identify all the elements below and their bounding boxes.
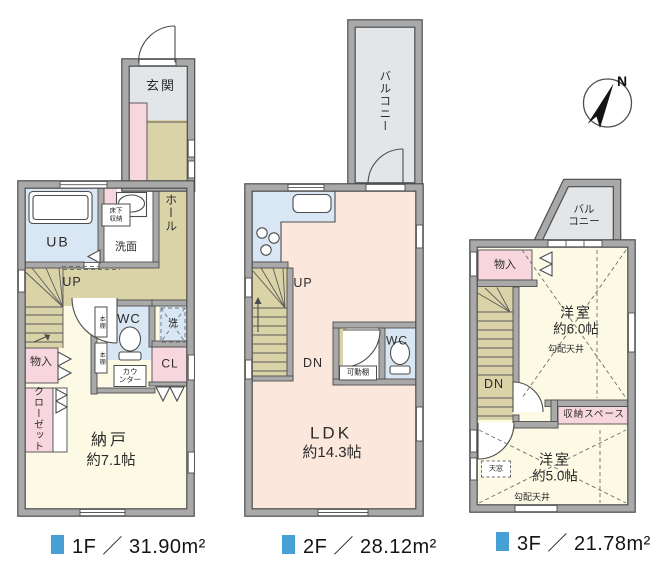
room-label-yoshitsu6: 洋室 [560,304,592,321]
counter-line1: カウ [122,366,138,376]
room-label-balcony-3f: バル コニー [568,204,600,227]
bookshelf-label-1: 本棚 [94,306,108,338]
washer-label: 洗 [168,318,178,330]
floor3-caption-text: 3F ／ 21.78m² [517,533,651,555]
movable-shelf-text: 可動棚 [346,367,370,377]
room-label-cl: CL [161,356,179,371]
stairs-up-label-1f: UP [62,275,82,290]
floor3-caption-bullet [496,532,509,551]
floor2-caption: 2F ／ 28.12m² [282,530,437,559]
room-label-yoshitsu5: 洋室 [539,451,571,468]
room-size-ldk: 約14.3帖 [302,443,362,461]
compass-icon [582,78,633,128]
balcony-3f-line1: バル [573,203,595,216]
underfloor-storage-line1: 床下 [109,207,123,215]
skylight-text: 天窓 [489,465,503,473]
room-size-yoshitsu5: 約5.0帖 [532,468,578,484]
room-size-yoshitsu6: 約6.0帖 [553,321,599,337]
room-label-ldk: LDK [309,423,353,443]
underfloor-storage-label: 床下 収納 [101,203,131,227]
floor1-plan [17,25,196,517]
stairs-up-label-2f: UP [293,276,313,291]
counter-label: カウ ンター [113,365,147,387]
room-label-nando: 納戸 [90,432,130,450]
floor2-caption-text: 2F ／ 28.12m² [303,536,437,558]
room-label-genkan: 玄関 [145,77,177,93]
movable-shelf-label: 可動棚 [339,365,377,381]
balcony-3f-line2: コニー [568,215,600,227]
counter-line2: ンター [118,375,142,384]
compass-north-label: N [616,73,628,89]
storage-space-label: 収納スペース [563,408,625,420]
skylight-label: 天窓 [481,460,511,478]
floor3-caption: 3F ／ 21.78m² [496,527,651,556]
room-label-ub: UB [46,233,70,250]
floor1-caption-bullet [51,535,64,554]
stairs-dn-label-3f: DN [483,377,505,392]
room-label-senmen: 洗面 [115,240,137,253]
room-label-closet: クローゼット [31,386,43,452]
bookshelf-label-2: 本棚 [94,342,108,374]
room-label-hall: ホール [163,193,178,233]
room-size-nando: 約7.1帖 [86,453,136,470]
sloped-ceiling-label-6: 勾配天井 [547,344,585,355]
stairs-dn-label-2f: DN [302,356,324,371]
floor1-caption: 1F ／ 31.90m² [51,530,206,559]
floor2-caption-bullet [282,535,295,554]
room-label-balcony-2f: バルコニー [378,69,391,133]
floor1-caption-text: 1F ／ 31.90m² [72,536,206,558]
room-label-wc-2f: WC [386,333,408,348]
room-label-monoire-3f: 物入 [494,258,516,271]
underfloor-storage-line2: 収納 [109,215,123,222]
sloped-ceiling-label-5: 勾配天井 [513,492,551,503]
room-label-wc-1f: WC [117,310,141,326]
room-label-monoire-1f: 物入 [30,355,52,368]
floor2-plan [244,19,424,517]
